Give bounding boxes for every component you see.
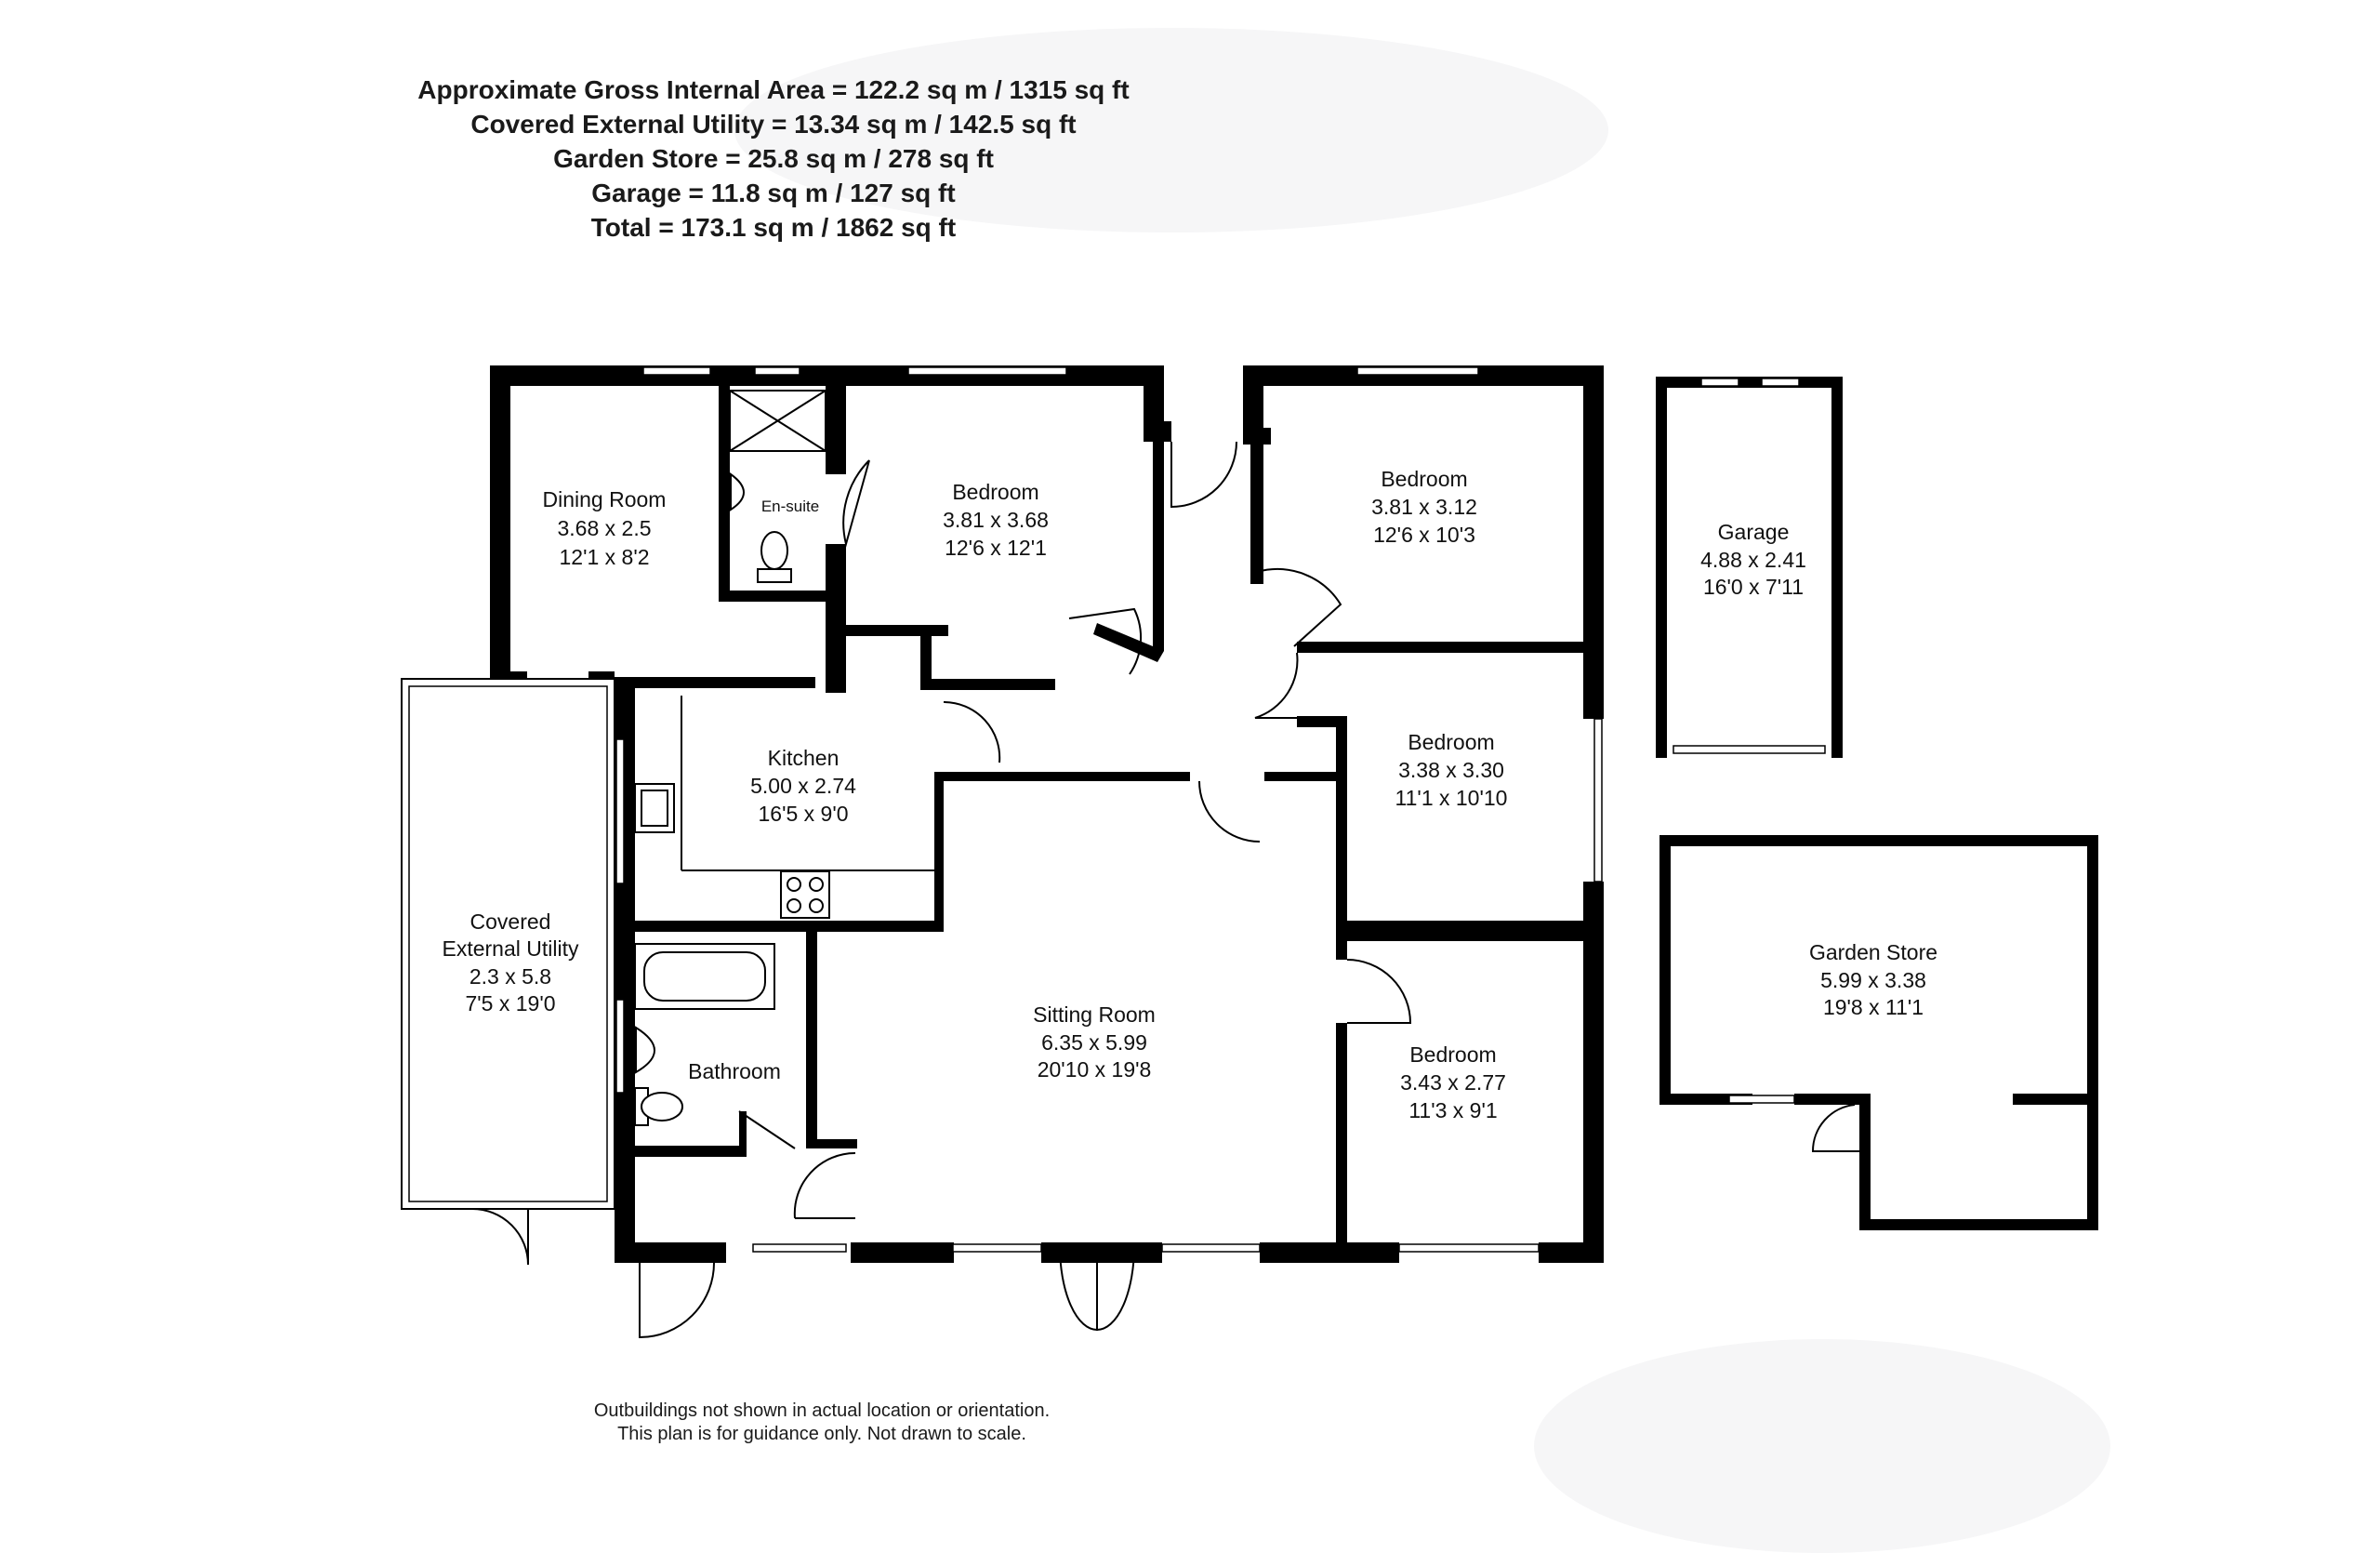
kitchen-imperial: 16'5 x 9'0: [758, 802, 848, 826]
floor-plan: Dining Room 3.68 x 2.5 12'1 x 8'2 En-sui…: [401, 365, 2098, 1339]
area-line-garden-store: Garden Store = 25.8 sq m / 278 sq ft: [553, 144, 994, 173]
garage-metric: 4.88 x 2.41: [1700, 548, 1806, 572]
disclaimer: Outbuildings not shown in actual locatio…: [0, 1400, 1644, 1446]
area-line-utility: Covered External Utility = 13.34 sq m / …: [470, 110, 1077, 139]
bedroom-1-imperial: 12'6 x 12'1: [945, 536, 1047, 560]
bedroom-3-label: Bedroom: [1408, 730, 1494, 754]
garden-store-imperial: 19'8 x 11'1: [1823, 995, 1924, 1019]
garden-store-metric: 5.99 x 3.38: [1820, 968, 1926, 992]
bedroom-4-imperial: 11'3 x 9'1: [1408, 1098, 1497, 1122]
garage: [1656, 377, 1843, 758]
bedroom-1-label: Bedroom: [952, 480, 1038, 504]
garage-imperial: 16'0 x 7'11: [1703, 575, 1804, 599]
bedroom-4-label: Bedroom: [1409, 1042, 1496, 1067]
bedroom-4-metric: 3.43 x 2.77: [1400, 1070, 1506, 1095]
bedroom-2-imperial: 12'6 x 10'3: [1373, 523, 1475, 547]
ensuite-fixtures: [729, 390, 826, 583]
sitting-room-metric: 6.35 x 5.99: [1041, 1030, 1147, 1055]
interior-walls: [615, 365, 1604, 1263]
kitchen-label: Kitchen: [768, 746, 840, 770]
area-line-total: Total = 173.1 sq m / 1862 sq ft: [590, 213, 957, 242]
area-line-garage: Garage = 11.8 sq m / 127 sq ft: [591, 179, 956, 207]
sitting-room-label: Sitting Room: [1033, 1002, 1156, 1027]
bedroom-1-metric: 3.81 x 3.68: [943, 508, 1049, 532]
covered-external-utility: [401, 678, 615, 1266]
utility-imperial: 7'5 x 19'0: [465, 991, 555, 1015]
disclaimer-line-1: Outbuildings not shown in actual locatio…: [593, 1400, 1051, 1421]
utility-metric: 2.3 x 5.8: [469, 964, 551, 989]
utility-label-line1: Covered: [470, 909, 551, 934]
bedroom-2-metric: 3.81 x 3.12: [1371, 495, 1477, 519]
bedroom-2-label: Bedroom: [1381, 467, 1467, 491]
ensuite-label: En-suite: [761, 498, 819, 515]
door-swings: [526, 441, 1412, 1339]
garden-store-label: Garden Store: [1809, 940, 1937, 964]
garage-label: Garage: [1718, 520, 1790, 544]
disclaimer-line-2: This plan is for guidance only. Not draw…: [617, 1424, 1026, 1444]
bathroom-label: Bathroom: [688, 1059, 781, 1083]
garden-store: [1659, 835, 2098, 1230]
dining-room-label: Dining Room: [543, 487, 667, 511]
bathroom-fixtures: [634, 943, 775, 1126]
bedroom-3-metric: 3.38 x 3.30: [1398, 758, 1504, 782]
dining-room-metric: 3.68 x 2.5: [557, 516, 651, 540]
area-line-gross: Approximate Gross Internal Area = 122.2 …: [417, 75, 1130, 104]
kitchen-worktop: [634, 696, 934, 919]
area-summary: Approximate Gross Internal Area = 122.2 …: [0, 73, 1547, 245]
windows: [615, 366, 1603, 1253]
utility-label-line2: External Utility: [443, 936, 579, 961]
background-blob-top: [734, 28, 1608, 232]
kitchen-metric: 5.00 x 2.74: [750, 774, 856, 798]
bedroom-3-imperial: 11'1 x 10'10: [1395, 786, 1508, 810]
dining-room-imperial: 12'1 x 8'2: [559, 545, 649, 569]
sitting-room-imperial: 20'10 x 19'8: [1038, 1057, 1152, 1082]
